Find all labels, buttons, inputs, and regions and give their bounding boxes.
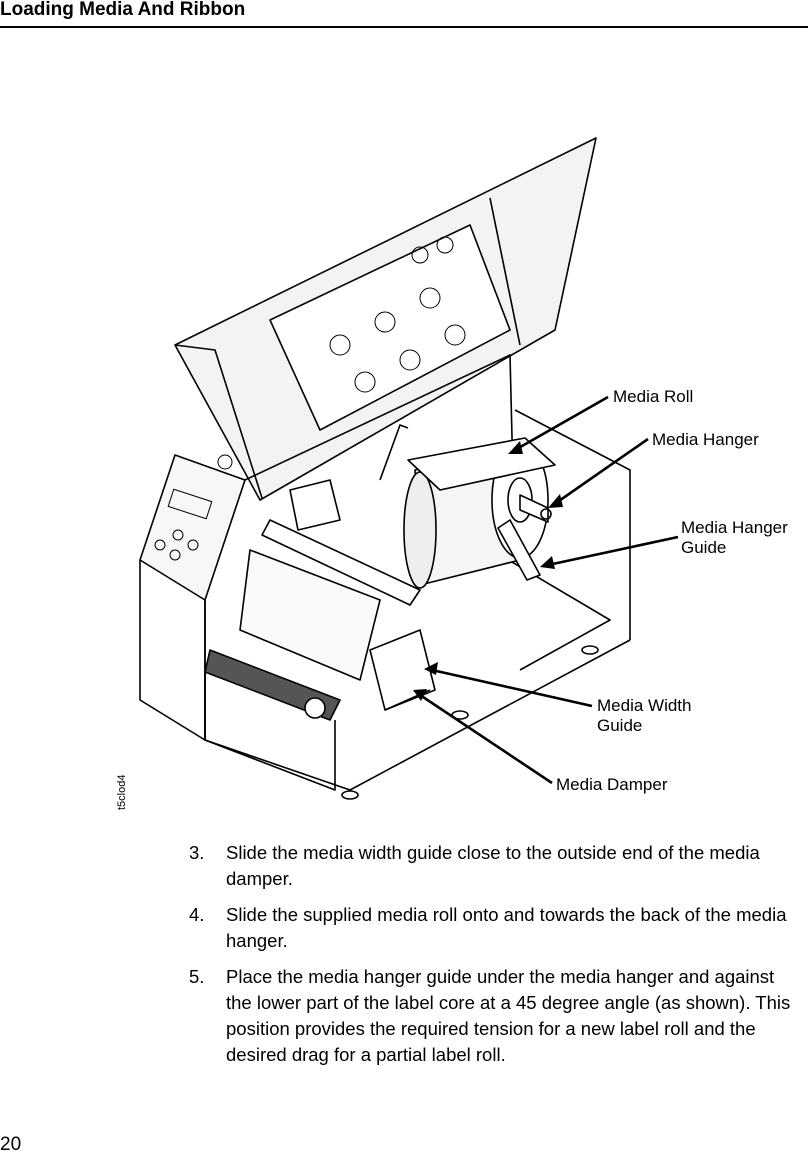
step-3: 3. Slide the media width guide close to … <box>189 840 804 892</box>
step-text: Place the media hanger guide under the m… <box>226 966 791 1065</box>
printer-illustration: Media Roll Media Hanger Media Hanger Gui… <box>0 120 808 820</box>
page-number: 20 <box>0 1134 22 1155</box>
step-number: 4. <box>189 904 205 925</box>
step-number: 5. <box>189 966 205 987</box>
callout-media-damper: Media Damper <box>556 775 668 794</box>
callout-media-hanger-guide: Media Hanger Guide <box>681 518 788 557</box>
step-text: Slide the supplied media roll onto and t… <box>226 904 787 951</box>
header-rule <box>0 26 808 28</box>
step-number: 3. <box>189 842 205 863</box>
callout-media-roll: Media Roll <box>613 387 694 406</box>
callout-media-hanger: Media Hanger <box>652 430 759 449</box>
figure-code: t5clod4 <box>116 774 128 810</box>
printer-line-drawing <box>139 137 679 800</box>
callout-media-width-guide: Media Width Guide <box>597 696 692 735</box>
page-header-title: Loading Media And Ribbon <box>0 0 246 20</box>
step-5: 5. Place the media hanger guide under th… <box>189 964 804 1068</box>
step-text: Slide the media width guide close to the… <box>226 842 760 889</box>
instruction-steps: 3. Slide the media width guide close to … <box>189 840 804 1078</box>
step-4: 4. Slide the supplied media roll onto an… <box>189 902 804 954</box>
